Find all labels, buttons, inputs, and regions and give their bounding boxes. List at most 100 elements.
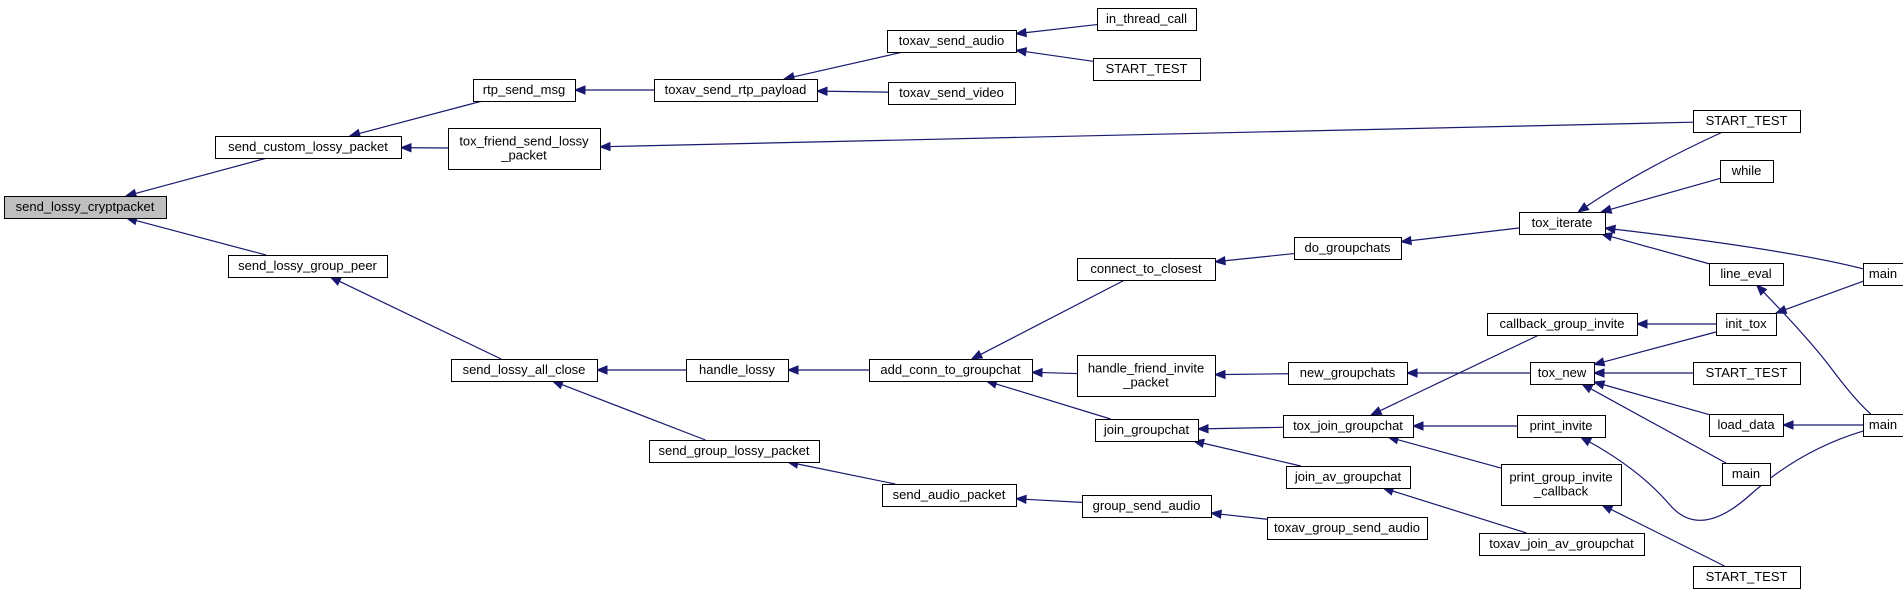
node-label: send_lossy_all_close	[463, 362, 586, 377]
node-toxav-group-send-audio[interactable]: toxav_group_send_audio	[1267, 517, 1428, 540]
node-box	[1693, 110, 1801, 133]
node-label: tox_friend_send_lossy	[459, 134, 589, 149]
node-box	[1863, 414, 1903, 437]
edge-n11-to-n17	[1586, 131, 1723, 207]
edge-n7-to-n6	[793, 51, 904, 78]
node-box	[228, 255, 388, 278]
node-handle-lossy[interactable]: handle_lossy	[686, 359, 789, 382]
node-box	[1479, 533, 1645, 556]
node-main[interactable]: main	[1722, 463, 1771, 486]
node-label: toxav_group_send_audio	[1274, 520, 1420, 535]
arrowhead-n17	[1603, 224, 1616, 235]
node-start-test[interactable]: START_TEST	[1693, 110, 1801, 133]
node-box	[1530, 362, 1595, 385]
node-label: toxav_send_video	[899, 85, 1004, 100]
arrowhead-n3	[329, 276, 342, 286]
node-label: while	[1731, 163, 1762, 178]
node-tox-friend-send-lossy-packet[interactable]: tox_friend_send_lossy_packet	[448, 128, 601, 170]
arrowhead-n29	[1635, 319, 1648, 329]
node-main[interactable]: main	[1863, 263, 1903, 286]
edge-n40-to-n39	[1220, 513, 1268, 520]
node-do-groupchats[interactable]: do_groupchats	[1294, 237, 1402, 260]
node-group-send-audio[interactable]: group_send_audio	[1082, 495, 1212, 518]
arrowhead-n22	[1405, 368, 1418, 378]
node-start-test[interactable]: START_TEST	[1693, 566, 1801, 589]
edge-n24-to-n23	[1603, 331, 1717, 363]
node-box	[882, 484, 1017, 507]
arrowhead-n15	[1213, 256, 1226, 266]
edge-n22-to-n21	[1224, 373, 1289, 376]
node-label: new_groupchats	[1300, 365, 1396, 380]
node-new-groupchats[interactable]: new_groupchats	[1288, 362, 1408, 385]
edge-n26-to-n23	[1603, 384, 1710, 416]
node-label: START_TEST	[1706, 569, 1788, 584]
node-send-audio-packet[interactable]: send_audio_packet	[882, 484, 1017, 507]
edge-n29-to-n31	[1379, 334, 1540, 412]
node-toxav-join-av-groupchat[interactable]: toxav_join_av_groupchat	[1479, 533, 1645, 556]
arrowhead-n4	[573, 85, 586, 95]
node-box	[686, 359, 789, 382]
node-init-tox[interactable]: init_tox	[1716, 313, 1777, 336]
node-box	[1693, 362, 1801, 385]
arrowhead-n14	[970, 349, 984, 360]
node-label: _packet	[500, 148, 547, 163]
node-box	[1093, 58, 1201, 81]
node-print-invite[interactable]: print_invite	[1517, 415, 1606, 438]
node-join-av-groupchat[interactable]: join_av_groupchat	[1286, 466, 1411, 489]
node-label: main	[1869, 417, 1897, 432]
node-start-test[interactable]: START_TEST	[1093, 58, 1201, 81]
node-box	[1517, 415, 1606, 438]
node-join-groupchat[interactable]: join_groupchat	[1095, 419, 1199, 442]
node-toxav-send-video[interactable]: toxav_send_video	[888, 82, 1016, 105]
edge-n37-to-n12	[561, 384, 706, 441]
arrowhead-n32	[1579, 436, 1593, 447]
node-box	[1863, 263, 1903, 286]
nodes-layer: send_lossy_cryptpacket send_custom_lossy_…	[4, 8, 1903, 589]
node-tox-join-groupchat[interactable]: tox_join_groupchat	[1283, 415, 1414, 438]
node-box	[1077, 355, 1216, 397]
node-in-thread-call[interactable]: in_thread_call	[1097, 8, 1197, 31]
node-box	[1077, 258, 1216, 281]
node-label: send_lossy_group_peer	[238, 258, 377, 273]
node-print-group-invite-callback[interactable]: print_group_invite_callback	[1501, 464, 1622, 506]
node-send-custom-lossy-packet[interactable]: send_custom_lossy_packet	[215, 136, 402, 159]
edge-n4-to-n2	[359, 100, 483, 135]
arrowhead-n2	[399, 142, 412, 153]
node-handle-friend-invite-packet[interactable]: handle_friend_invite_packet	[1077, 355, 1216, 397]
node-send-lossy-group-peer[interactable]: send_lossy_group_peer	[228, 255, 388, 278]
arrowhead-n14	[1030, 367, 1043, 378]
node-label: in_thread_call	[1106, 11, 1187, 26]
node-toxav-send-audio[interactable]: toxav_send_audio	[887, 30, 1017, 53]
edge-n31-to-n30	[1207, 426, 1284, 430]
arrowhead-n7	[1014, 27, 1027, 38]
arrowhead-n17	[1599, 204, 1613, 214]
node-while[interactable]: while	[1720, 160, 1774, 183]
node-label: toxav_join_av_groupchat	[1489, 536, 1634, 551]
node-line-eval[interactable]: line_eval	[1709, 263, 1784, 286]
node-label: callback_group_invite	[1499, 316, 1624, 331]
node-box	[1095, 419, 1199, 442]
edge-n33-to-n31	[1397, 439, 1502, 469]
arrowhead-n23	[1592, 368, 1605, 378]
edge-n34-to-n33	[1610, 508, 1725, 567]
node-rtp-send-msg[interactable]: rtp_send_msg	[473, 79, 576, 102]
edge-n15-to-n14	[980, 279, 1125, 355]
node-connect-to-closest[interactable]: connect_to_closest	[1077, 258, 1216, 281]
node-tox-iterate[interactable]: tox_iterate	[1519, 212, 1606, 235]
edge-n30-to-n14	[995, 383, 1111, 420]
arrowhead-n24	[1774, 304, 1788, 314]
arrowhead-n23	[1580, 383, 1594, 394]
node-load-data[interactable]: load_data	[1709, 414, 1784, 437]
node-add-conn-to-groupchat[interactable]: add_conn_to_groupchat	[869, 359, 1033, 382]
node-send-lossy-cryptpacket[interactable]: send_lossy_cryptpacket	[4, 196, 167, 219]
node-box	[215, 136, 402, 159]
node-label: rtp_send_msg	[483, 82, 565, 97]
node-send-group-lossy-packet[interactable]: send_group_lossy_packet	[649, 440, 820, 463]
node-main[interactable]: main	[1863, 414, 1903, 437]
node-start-test[interactable]: START_TEST	[1693, 362, 1801, 385]
node-toxav-send-rtp-payload[interactable]: toxav_send_rtp_payload	[654, 79, 818, 102]
node-send-lossy-all-close[interactable]: send_lossy_all_close	[451, 359, 598, 382]
node-tox-new[interactable]: tox_new	[1530, 362, 1595, 385]
node-label: init_tox	[1725, 316, 1767, 331]
node-callback-group-invite[interactable]: callback_group_invite	[1487, 313, 1638, 336]
